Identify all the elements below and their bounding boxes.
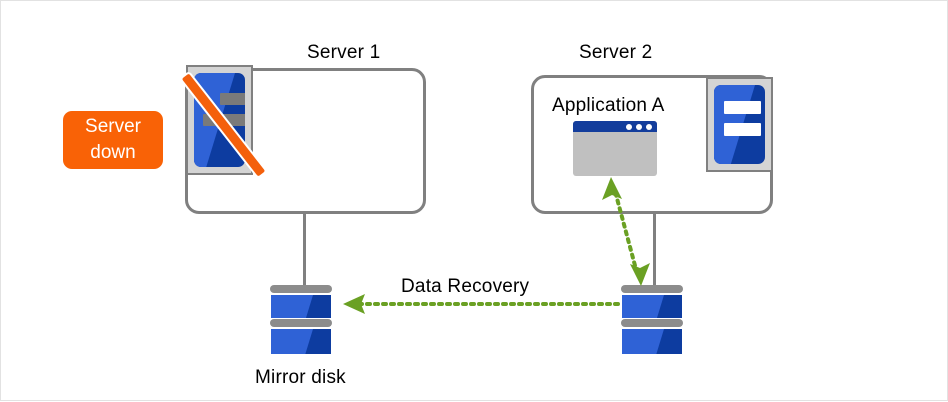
server-tower-body — [714, 85, 765, 164]
window-dot-icon — [626, 123, 632, 130]
window-dot-icon — [646, 123, 652, 130]
server1-title: Server 1 — [307, 42, 381, 63]
server-tower-icon — [706, 77, 773, 172]
disk-block — [271, 329, 331, 354]
disk-block — [622, 295, 682, 318]
disk-block — [271, 295, 331, 318]
server2-disk-connector — [653, 213, 656, 287]
status-badge-line1: Server — [85, 116, 141, 138]
application-window-icon — [573, 121, 657, 176]
disk-plate — [621, 319, 683, 327]
server2-title: Server 2 — [579, 42, 653, 63]
server-slot-bar — [724, 101, 761, 114]
disk-plate — [270, 285, 332, 293]
server1-disk-connector — [303, 213, 306, 287]
server-slot-bar — [724, 123, 761, 136]
active-disk-icon — [621, 285, 683, 357]
status-badge: Server down — [63, 111, 163, 169]
status-badge-line2: down — [90, 142, 136, 163]
application-label: Application A — [552, 95, 665, 116]
disk-block — [622, 329, 682, 354]
disk-plate — [621, 285, 683, 293]
application-window-titlebar — [573, 121, 657, 132]
server-tower-disabled-icon — [178, 65, 269, 180]
mirror-disk-icon — [270, 285, 332, 357]
disk-plate — [270, 319, 332, 327]
mirror-disk-label: Mirror disk — [255, 367, 346, 388]
server-slot-bar — [220, 93, 245, 105]
data-recovery-label: Data Recovery — [401, 276, 530, 297]
window-dot-icon — [636, 123, 642, 130]
